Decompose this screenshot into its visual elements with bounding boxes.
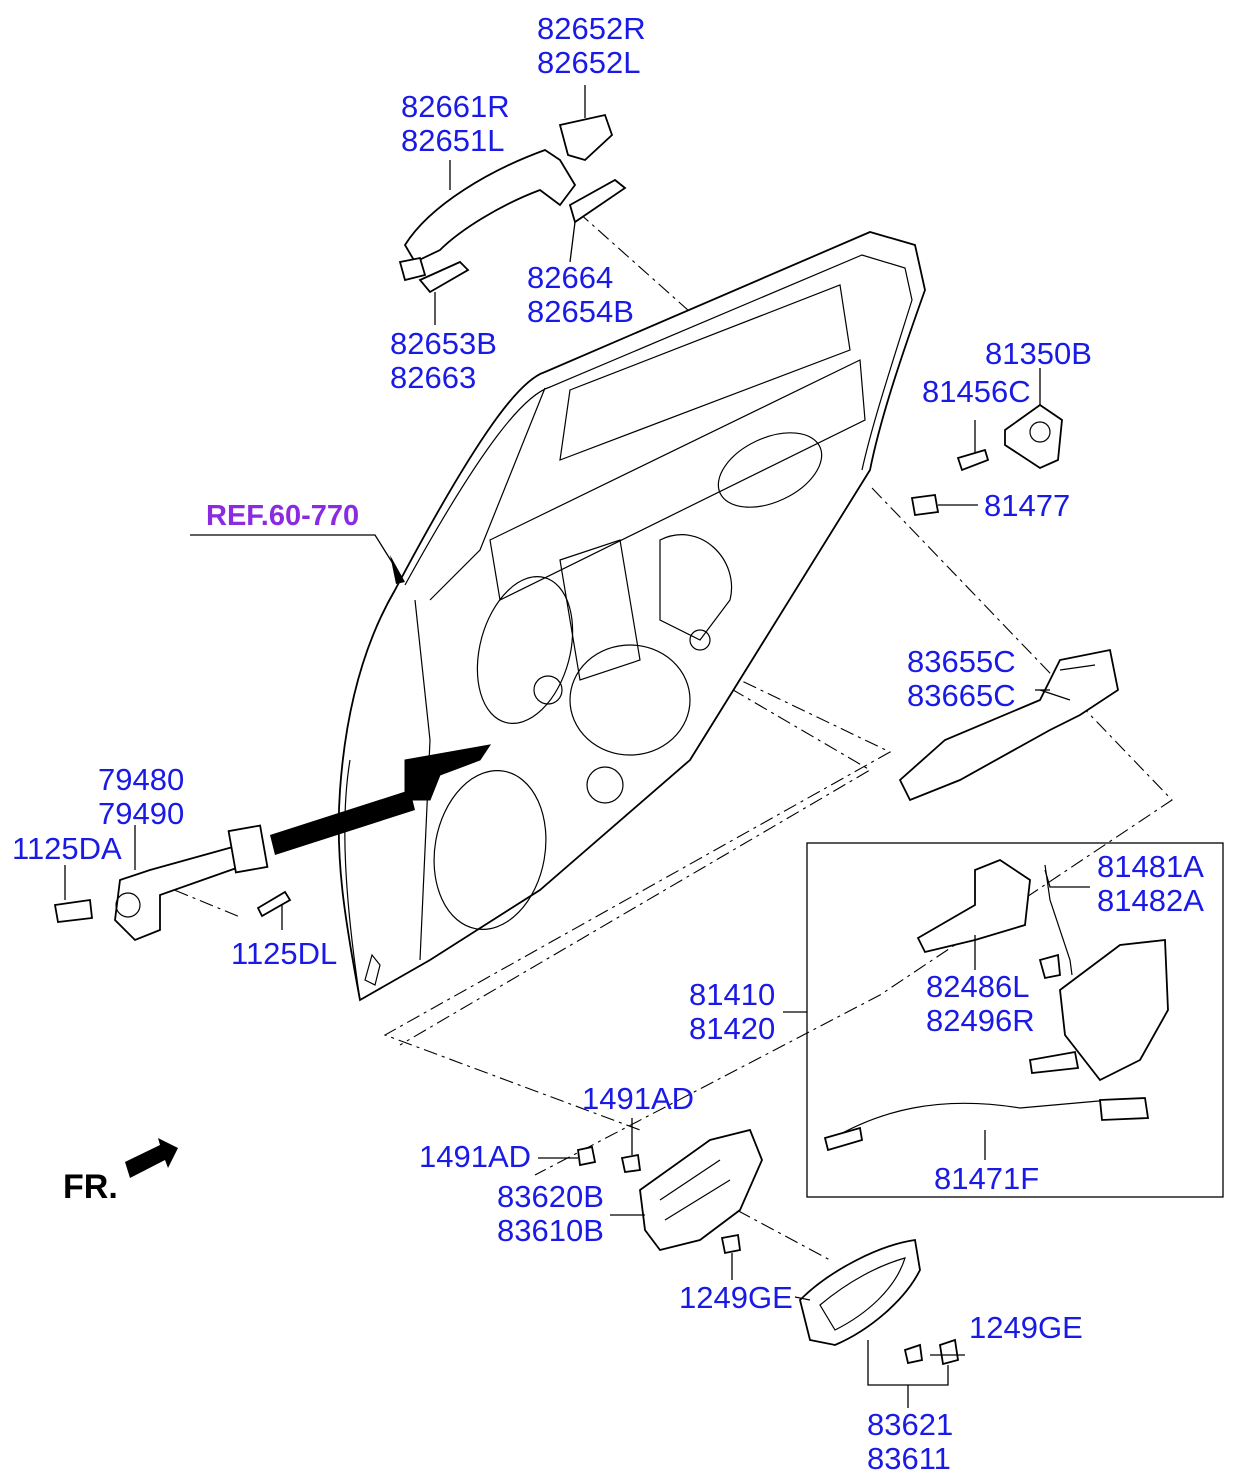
door-panel (337, 231, 926, 1002)
label-bezel-screw: 1249GE (969, 1310, 1083, 1345)
door-checker-part (53, 824, 292, 942)
label-striker: 81350B (985, 336, 1092, 371)
checker-pointer (270, 790, 415, 855)
label-clip-lower: 1491AD (419, 1139, 532, 1174)
reference-label: REF.60-770 (206, 500, 360, 532)
label-inside-handle-screw: 1249GE (679, 1280, 793, 1315)
front-direction-label: FR. (63, 1168, 118, 1206)
outside-handle-parts (398, 113, 627, 294)
label-cable: 81471F (934, 1161, 1040, 1196)
latch-group-parts (823, 858, 1169, 1152)
label-clip-upper: 1491AD (582, 1081, 695, 1116)
label-striker-screw: 81456C (922, 374, 1031, 409)
handle-frame-part (898, 648, 1120, 802)
leader-lines (64, 85, 1090, 1408)
label-checker-bolt-front: 1125DA (12, 831, 122, 866)
inside-bezel-part (799, 1238, 960, 1366)
front-direction-arrow (125, 1138, 178, 1178)
latch-group-box (806, 842, 1224, 1198)
inside-handle-part (576, 1128, 763, 1255)
striker-parts (910, 403, 1063, 517)
label-latch-screw: 81477 (984, 488, 1071, 523)
label-checker-bolt-rear: 1125DL (231, 936, 338, 971)
